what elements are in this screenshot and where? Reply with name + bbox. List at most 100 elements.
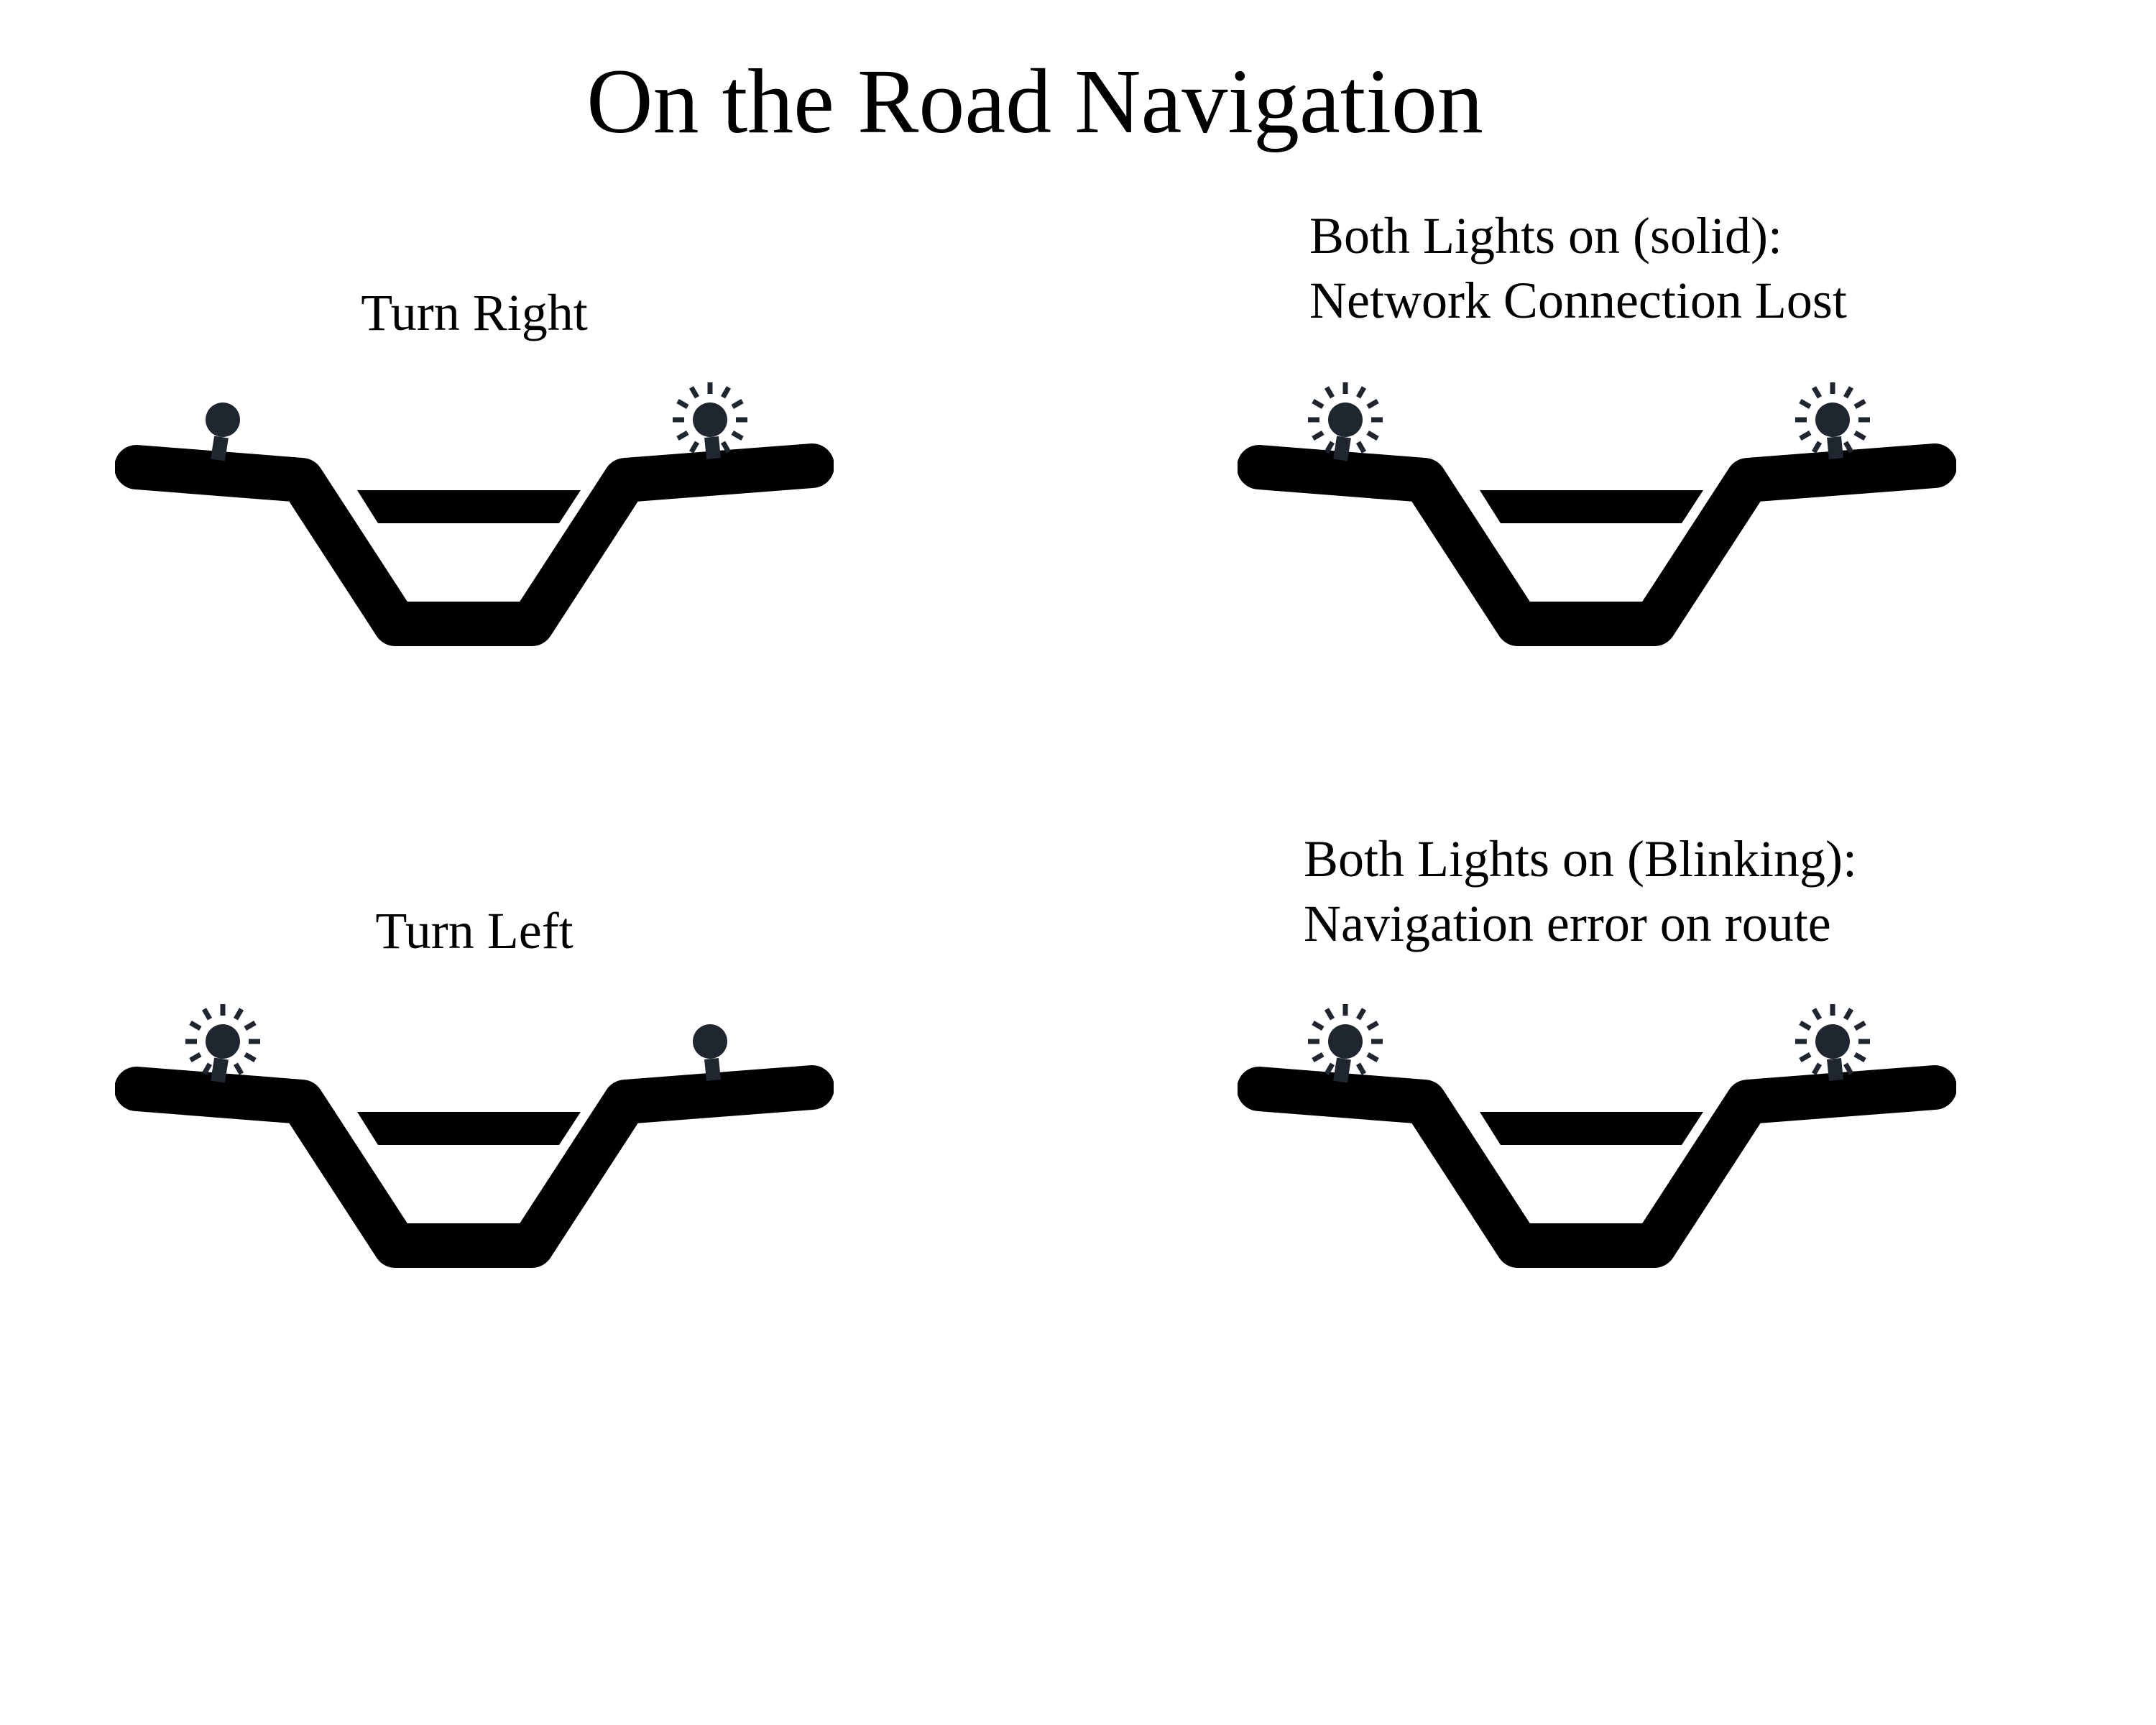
- caption-line: Navigation error on route: [1304, 895, 1831, 952]
- ray: [233, 1008, 244, 1021]
- ray: [1799, 398, 1812, 410]
- ray: [233, 1062, 244, 1075]
- ray: [1799, 1052, 1812, 1063]
- ray: [1355, 386, 1367, 399]
- handlebar-icon: [1238, 382, 1956, 646]
- ray: [731, 430, 744, 441]
- ray: [1366, 1020, 1379, 1031]
- ray: [1853, 1052, 1866, 1063]
- ray: [1843, 386, 1854, 399]
- caption-line: Turn Left: [375, 902, 573, 960]
- ray: [1853, 1020, 1866, 1031]
- left-light-bulb: [1328, 402, 1363, 437]
- ray: [1811, 1062, 1823, 1075]
- ray: [1853, 430, 1866, 441]
- ray: [1811, 441, 1823, 454]
- ray: [244, 1020, 257, 1031]
- ray: [1355, 441, 1367, 454]
- ray: [676, 430, 689, 441]
- caption-turn-right: Turn Right: [316, 280, 632, 345]
- caption-both-blinking: Both Lights on (Blinking): Navigation er…: [1304, 827, 1857, 956]
- left-light-icon: [1308, 382, 1383, 461]
- right-light-bulb: [1815, 402, 1850, 437]
- handlebar-bar: [1238, 443, 1956, 646]
- right-light-rays-icon: [1795, 1004, 1870, 1079]
- ray: [1843, 1062, 1854, 1075]
- ray: [189, 1052, 202, 1063]
- caption-both-solid: Both Lights on (solid): Network Connecti…: [1309, 203, 1847, 333]
- ray: [1324, 1062, 1335, 1075]
- handlebar-plate: [357, 1112, 581, 1145]
- caption-line: Both Lights on (solid):: [1309, 207, 1783, 264]
- ray: [1799, 430, 1812, 441]
- handlebar-turn-right: [115, 374, 834, 704]
- right-light-icon: [673, 382, 747, 459]
- left-light-rays-icon: [1308, 1004, 1383, 1079]
- ray: [720, 441, 732, 454]
- ray: [731, 398, 744, 410]
- handlebar-both-blinking: [1238, 995, 1956, 1326]
- ray: [244, 1052, 257, 1063]
- ray: [1355, 1008, 1367, 1021]
- ray: [1366, 398, 1379, 410]
- handlebar-plate: [357, 490, 581, 523]
- right-light-stem: [704, 1058, 721, 1081]
- handlebar-turn-left: [115, 995, 834, 1326]
- ray: [1799, 1020, 1812, 1031]
- ray: [676, 398, 689, 410]
- ray: [1324, 441, 1335, 454]
- left-light-icon: [185, 1004, 260, 1083]
- ray: [1312, 1020, 1325, 1031]
- ray: [1811, 1008, 1823, 1021]
- ray: [1843, 441, 1854, 454]
- ray: [1355, 1062, 1367, 1075]
- right-light-icon: [693, 1024, 727, 1081]
- handlebar-bar: [115, 1065, 834, 1268]
- left-light-rays-icon: [185, 1004, 260, 1079]
- ray: [1853, 398, 1866, 410]
- ray: [1843, 1008, 1854, 1021]
- ray: [688, 386, 700, 399]
- ray: [688, 441, 700, 454]
- right-light-bulb: [693, 1024, 727, 1059]
- ray: [1811, 386, 1823, 399]
- left-light-bulb: [1328, 1024, 1363, 1059]
- ray: [1366, 1052, 1379, 1063]
- left-light-rays-icon: [1308, 382, 1383, 457]
- caption-line: Both Lights on (Blinking):: [1304, 830, 1858, 888]
- ray: [201, 1008, 213, 1021]
- handlebar-both-solid: [1238, 374, 1956, 704]
- ray: [201, 1062, 213, 1075]
- left-light-stem: [1333, 1057, 1351, 1083]
- left-light-stem: [1333, 436, 1351, 461]
- ray: [1324, 1008, 1335, 1021]
- left-light-bulb: [206, 1024, 240, 1059]
- right-light-rays-icon: [673, 382, 747, 457]
- ray: [1312, 430, 1325, 441]
- ray: [189, 1020, 202, 1031]
- caption-line: Turn Right: [361, 284, 588, 341]
- handlebar-icon: [115, 382, 834, 646]
- right-light-bulb: [693, 402, 727, 437]
- left-light-stem: [211, 436, 229, 461]
- ray: [720, 386, 732, 399]
- caption-line: Network Connection Lost: [1309, 272, 1847, 329]
- handlebar-bar: [1238, 1065, 1956, 1268]
- handlebar-icon: [115, 1004, 834, 1268]
- right-light-bulb: [1815, 1024, 1850, 1059]
- left-light-bulb: [206, 402, 240, 437]
- ray: [1366, 430, 1379, 441]
- page-title: On the Road Navigation: [586, 50, 1483, 152]
- right-light-rays-icon: [1795, 382, 1870, 457]
- right-light-icon: [1795, 1004, 1870, 1081]
- right-light-icon: [1795, 382, 1870, 459]
- handlebar-plate: [1480, 490, 1703, 523]
- left-light-icon: [206, 402, 240, 461]
- handlebar-icon: [1238, 1004, 1956, 1268]
- left-light-icon: [1308, 1004, 1383, 1083]
- handlebar-bar: [115, 443, 834, 646]
- ray: [1312, 398, 1325, 410]
- ray: [1324, 386, 1335, 399]
- handlebar-plate: [1480, 1112, 1703, 1145]
